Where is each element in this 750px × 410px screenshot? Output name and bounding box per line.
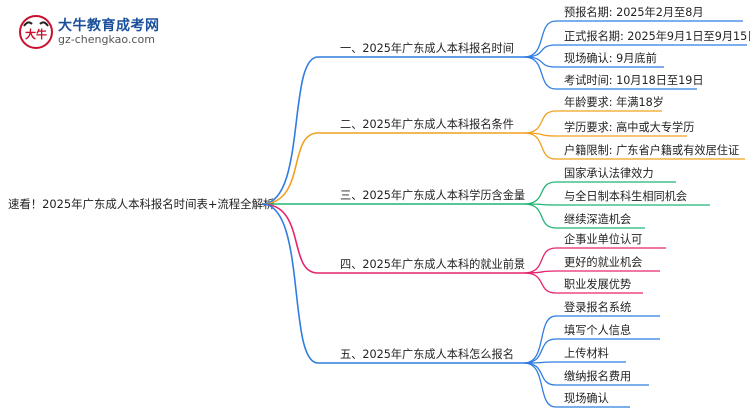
leaf-label-3-2[interactable]: 与全日制本科生相同机会	[564, 189, 687, 203]
connector-leaf-4-1	[523, 247, 557, 274]
connector-leaf-1-2	[523, 44, 557, 58]
logo-title: 大牛教育成考网	[58, 18, 160, 34]
connector-leaf-2-1	[523, 110, 557, 134]
leaf-label-5-3[interactable]: 上传材料	[564, 346, 609, 360]
leaf-label-5-4[interactable]: 缴纳报名费用	[564, 369, 631, 383]
connector-branch-5	[261, 203, 319, 364]
root-topic: 速看！2025年广东成人本科报名时间表+流程全解析	[8, 197, 274, 211]
connector-branch-4	[261, 203, 319, 274]
branch-label-3[interactable]: 三、2025年广东成人本科学历含金量	[340, 188, 525, 202]
leaf-label-4-3[interactable]: 职业发展优势	[564, 277, 631, 291]
connector-branch-2	[261, 132, 319, 205]
logo-mark-text: 大牛	[25, 27, 47, 41]
branch-label-4[interactable]: 四、2025年广东成人本科的就业前景	[340, 257, 525, 271]
branch-label-5[interactable]: 五、2025年广东成人本科怎么报名	[340, 347, 514, 361]
leaf-label-3-1[interactable]: 国家承认法律效力	[564, 166, 654, 180]
leaf-label-5-2[interactable]: 填写个人信息	[564, 323, 631, 337]
connector-leaf-2-3	[523, 132, 557, 160]
connector-leaf-3-1	[523, 181, 557, 205]
leaf-label-5-5[interactable]: 现场确认	[564, 391, 609, 405]
connector-leaf-5-4	[523, 362, 557, 386]
leaf-label-2-1[interactable]: 年龄要求: 年满18岁	[564, 95, 664, 109]
branch-label-2[interactable]: 二、2025年广东成人本科报名条件	[340, 117, 514, 131]
connector-leaf-5-5	[523, 362, 557, 408]
connector-branch-1	[261, 56, 319, 205]
branch-label-1[interactable]: 一、2025年广东成人本科报名时间	[340, 41, 514, 55]
ox-logo-icon: 大牛	[19, 15, 53, 49]
leaf-label-3-3[interactable]: 继续深造机会	[564, 212, 631, 226]
leaf-label-1-1[interactable]: 预报名期: 2025年2月至8月	[564, 5, 704, 19]
leaf-label-5-1[interactable]: 登录报名系统	[564, 300, 631, 314]
leaf-label-1-4[interactable]: 考试时间: 10月18日至19日	[564, 74, 704, 87]
connector-leaf-1-1	[523, 20, 557, 58]
logo-url: gz-chengkao.com	[58, 33, 155, 46]
leaf-label-4-1[interactable]: 企事业单位认可	[564, 232, 642, 246]
connector-leaf-5-2	[523, 338, 557, 364]
site-logo[interactable]: 大牛 大牛教育成考网 gz-chengkao.com	[18, 14, 188, 50]
leaf-label-1-2[interactable]: 正式报名期: 2025年9月1日至9月15日	[564, 29, 750, 43]
connector-leaf-1-3	[523, 56, 557, 68]
connector-leaf-1-4	[523, 56, 557, 90]
connector-leaf-4-3	[523, 272, 557, 294]
leaf-label-1-3[interactable]: 现场确认: 9月底前	[564, 51, 657, 65]
leaf-label-4-2[interactable]: 更好的就业机会	[564, 255, 642, 269]
leaf-label-2-2[interactable]: 学历要求: 高中或大专学历	[564, 120, 694, 134]
leaf-label-2-3[interactable]: 户籍限制: 广东省户籍或有效居住证	[564, 143, 739, 157]
connector-leaf-3-3	[523, 203, 557, 229]
